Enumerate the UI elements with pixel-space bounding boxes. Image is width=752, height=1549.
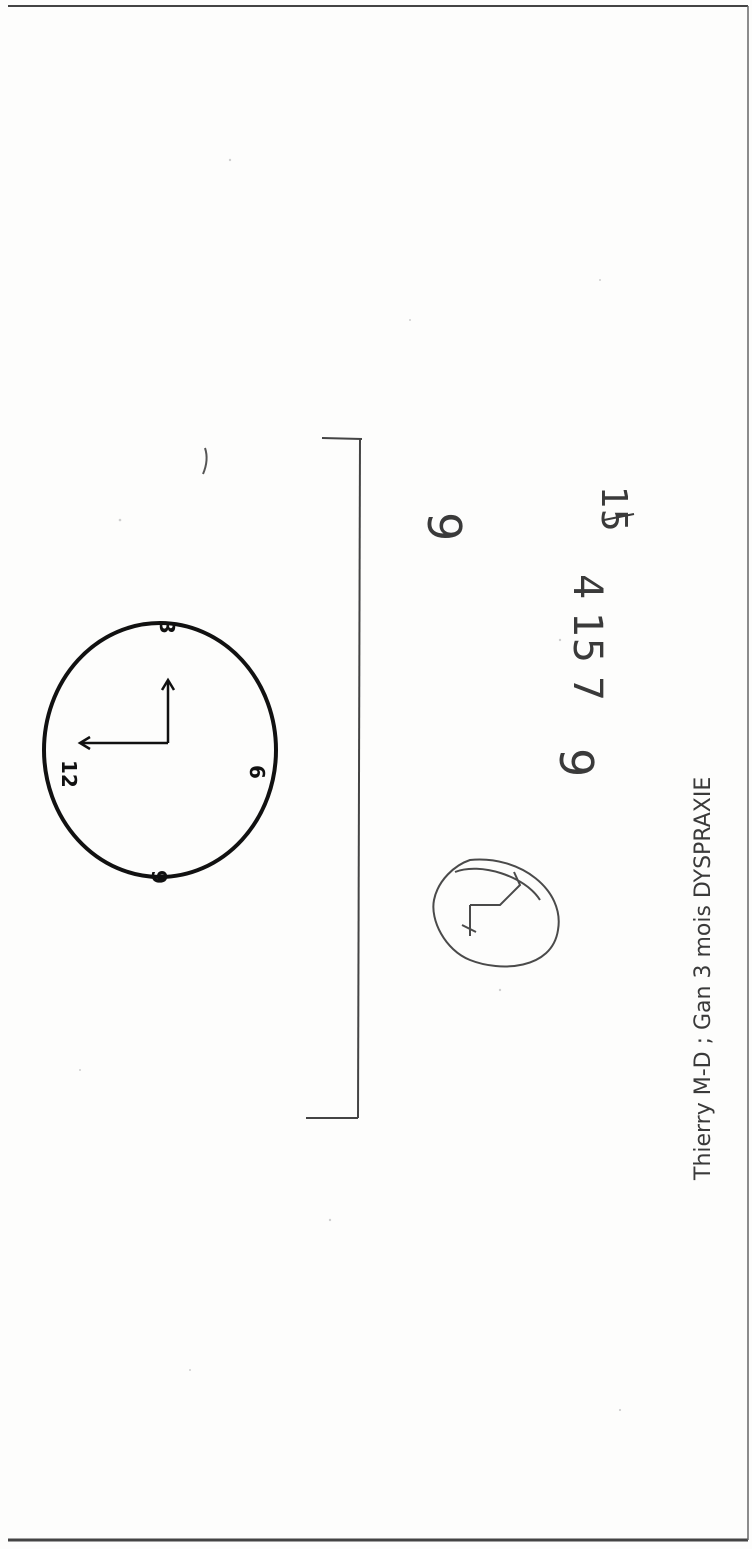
- handwritten-digit-bottom: 9: [549, 748, 603, 777]
- model-clock-number-12: 12: [57, 760, 81, 788]
- handwritten-sequence: 4 15 7: [564, 574, 610, 701]
- pen-mark: [203, 448, 207, 474]
- model-clock-number-6: 6: [245, 765, 269, 779]
- handwritten-digit-top: 9: [417, 512, 471, 541]
- separator-bracket: [306, 438, 362, 1118]
- handwritten-caption: Thierry M-D ; Gan 3 mois DYSPRAXIE: [691, 777, 716, 1181]
- scan-specks: [79, 159, 621, 1411]
- model-clock-number-9: 9: [147, 870, 171, 884]
- handwritten-slash-15: 15: [593, 486, 634, 532]
- model-clock-hands: [80, 680, 174, 749]
- patient-clock-drawing: [433, 860, 558, 967]
- model-clock-face: [44, 623, 276, 877]
- model-clock-number-3: 3: [155, 620, 179, 634]
- handwritten-digits: 9 9 4 15 7 15: [417, 486, 634, 777]
- model-clock: 12 3 6 9: [44, 448, 276, 884]
